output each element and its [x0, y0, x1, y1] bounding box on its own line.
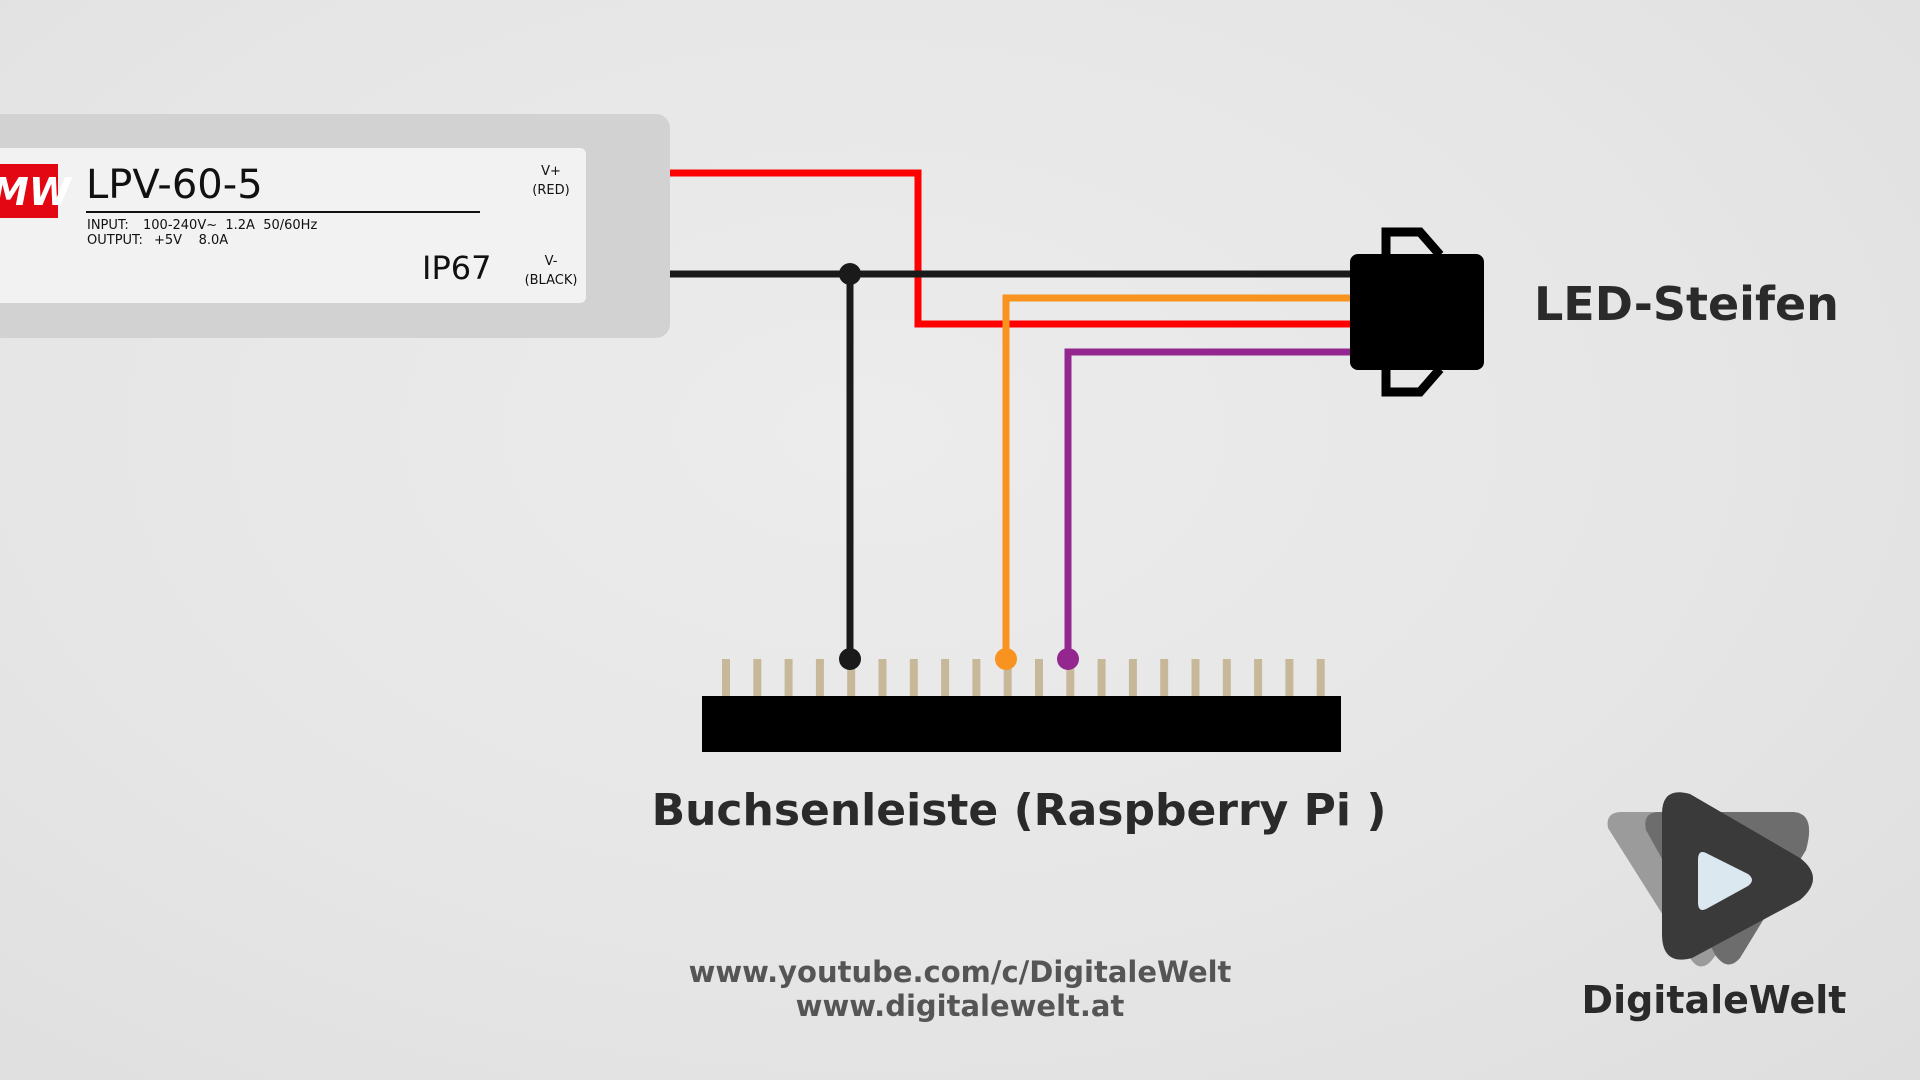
wire-red — [670, 169, 1355, 328]
header-pins — [722, 659, 1325, 697]
wires — [670, 169, 1355, 659]
digitalewelt-logo — [1607, 792, 1813, 967]
header-pin — [722, 659, 730, 697]
header-pin — [941, 659, 950, 697]
psu-vminus-label: V- — [545, 254, 558, 269]
meanwell-logo-text: MW — [0, 170, 73, 214]
psu-ip-rating: IP67 — [422, 249, 491, 287]
psu-output-label: OUTPUT: — [87, 233, 143, 248]
wire-orange — [1002, 294, 1355, 659]
header-pin — [1316, 659, 1325, 697]
pin-dot-black — [839, 648, 861, 670]
header-pin — [1003, 659, 1012, 697]
header-pin — [1128, 659, 1137, 697]
website-link[interactable]: www.digitalewelt.at — [796, 989, 1125, 1023]
header-pin — [847, 659, 856, 697]
header-pin — [1066, 659, 1075, 697]
power-supply: MW LPV-60-5 INPUT: 100-240V~ 1.2A 50/60H… — [0, 114, 670, 338]
psu-vminus-color: (BLACK) — [525, 273, 578, 288]
play-icon — [1698, 852, 1752, 910]
header-pin — [1160, 659, 1169, 697]
youtube-link[interactable]: www.youtube.com/c/DigitaleWelt — [689, 955, 1232, 989]
header-pin — [909, 659, 918, 697]
led-strip-label: LED-Steifen — [1534, 277, 1839, 331]
psu-label-plate — [0, 148, 586, 303]
psu-vplus-label: V+ — [541, 164, 561, 179]
pin-dot-purple — [1057, 648, 1079, 670]
black-junction-dot — [839, 263, 861, 285]
psu-output-spec: +5V 8.0A — [154, 233, 228, 248]
header-pin — [1222, 659, 1231, 697]
psu-vplus-color: (RED) — [532, 183, 569, 198]
header-label: Buchsenleiste (Raspberry Pi ) — [652, 785, 1387, 836]
led-connector-clip-bottom — [1381, 366, 1444, 397]
led-connector-body — [1350, 254, 1484, 370]
header-body — [702, 696, 1341, 752]
header-pin — [878, 659, 887, 697]
psu-input-label: INPUT: — [87, 218, 129, 233]
psu-model: LPV-60-5 — [86, 162, 263, 208]
header-pin — [972, 659, 981, 697]
header-connection-dots — [839, 648, 1079, 670]
brand-name: DigitaleWelt — [1582, 978, 1847, 1022]
header-pin — [1097, 659, 1106, 697]
pin-dot-orange — [995, 648, 1017, 670]
wire-purple — [1064, 348, 1355, 659]
header-pin — [1191, 659, 1200, 697]
meanwell-logo: MW — [0, 164, 73, 218]
header-pin — [753, 659, 762, 697]
psu-input-spec: 100-240V~ 1.2A 50/60Hz — [143, 218, 317, 233]
header-pin — [1254, 659, 1263, 697]
header-pin — [784, 659, 793, 697]
led-connector — [1350, 227, 1484, 397]
header-pin — [1035, 659, 1043, 697]
led-connector-clip-top — [1381, 227, 1444, 258]
header-pin — [1285, 659, 1294, 697]
header-pin — [815, 659, 824, 697]
